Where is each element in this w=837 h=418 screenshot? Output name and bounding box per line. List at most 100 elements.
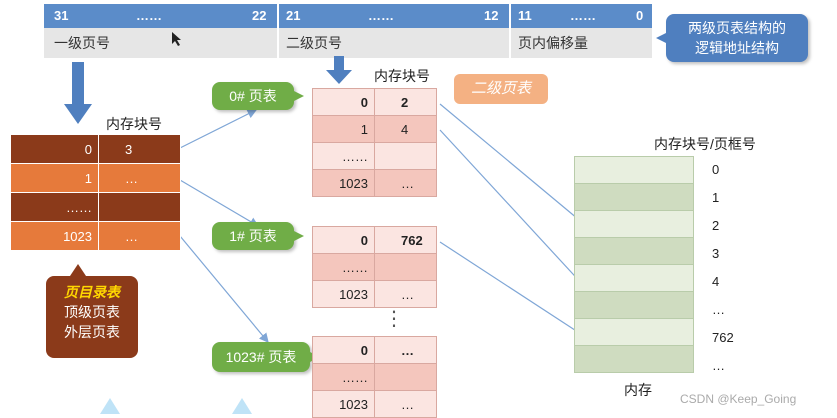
memory-row <box>574 183 694 211</box>
table-cell: 0 <box>312 226 375 254</box>
table-row: 1 4 <box>312 115 437 143</box>
field-level2: 二级页号 <box>286 35 342 51</box>
memory-frame <box>574 318 694 346</box>
table-row: 0 762 <box>312 226 437 254</box>
page-table-1023: 0 … …… 1023 … <box>312 336 437 418</box>
memory-caption: 内存 <box>624 382 652 398</box>
field-offset: 页内偏移量 <box>518 35 588 51</box>
structure-callout-line2: 逻辑地址结构 <box>695 40 779 56</box>
directory-label-line2: 外层页表 <box>64 324 120 340</box>
table-cell <box>374 253 437 281</box>
memory-label: … <box>712 358 725 373</box>
structure-callout: 两级页表结构的 逻辑地址结构 <box>656 14 808 62</box>
table-cell: 1023 <box>312 169 375 197</box>
cursor-icon <box>172 32 181 46</box>
memory-label: 2 <box>712 218 720 233</box>
table-cell: …… <box>312 142 375 170</box>
dir-cell: … <box>98 221 181 251</box>
structure-callout-line1: 两级页表结构的 <box>688 20 786 36</box>
table-cell: … <box>374 280 437 308</box>
level2-down-arrow <box>326 56 352 84</box>
table-cell <box>374 142 437 170</box>
dir-cell: 1023 <box>10 221 99 251</box>
dir-cell: … <box>98 163 181 193</box>
directory-label-pointer <box>70 264 86 276</box>
dir-cell: 0 <box>10 134 99 164</box>
memory-row <box>574 210 694 238</box>
memory-table <box>574 156 694 373</box>
t0-row1-to-mem <box>439 129 585 287</box>
second-level-tag: 二级页表 <box>454 74 548 104</box>
bit-12: 12 <box>484 8 499 23</box>
memory-row <box>574 291 694 319</box>
dir-to-table0 <box>179 109 258 149</box>
dir-cell: 1 <box>10 163 99 193</box>
table-row: …… <box>312 142 437 170</box>
table-cell: 1023 <box>312 280 375 308</box>
page-directory-table: 0 3 1 … …… 1023 … <box>10 134 181 251</box>
bit-21: 21 <box>286 8 301 23</box>
table0-header: 内存块号 <box>374 68 430 84</box>
table-cell: …… <box>312 253 375 281</box>
dir-row: …… <box>10 192 181 222</box>
page-table-0: 0 2 1 4 …… 1023 … <box>312 88 437 197</box>
bit-22: 22 <box>252 8 267 23</box>
t1-row0-to-mem <box>439 241 586 337</box>
table-row: …… <box>312 363 437 391</box>
table-cell: … <box>374 336 437 364</box>
memory-row <box>574 318 694 346</box>
level1-down-arrow <box>64 62 92 124</box>
dir-cell: 3 <box>98 134 181 164</box>
memory-frame <box>574 156 694 184</box>
deco-triangle-1 <box>100 398 120 414</box>
bit-0: 0 <box>636 8 644 23</box>
dir-cell: …… <box>10 192 99 222</box>
memory-frame <box>574 183 694 211</box>
memory-label: 4 <box>712 274 720 289</box>
table-cell: 2 <box>374 88 437 116</box>
table-cell: 762 <box>374 226 437 254</box>
memory-label: 3 <box>712 246 720 261</box>
table-row: 1023 … <box>312 280 437 308</box>
address-fields-row: 一级页号 二级页号 页内偏移量 <box>44 28 652 58</box>
memory-row <box>574 237 694 265</box>
t0-row0-to-mem <box>439 103 585 225</box>
vertical-ellipsis: ⋮ <box>384 308 404 330</box>
directory-label-title: 页目录表 <box>64 284 120 300</box>
page-table-1: 0 762 …… 1023 … <box>312 226 437 308</box>
memory-label: 762 <box>712 330 734 345</box>
table1023-tag: 1023# 页表 <box>212 342 320 372</box>
table-cell <box>374 363 437 391</box>
directory-label-box: 页目录表 顶级页表 外层页表 <box>46 276 138 358</box>
address-divider-2 <box>509 4 511 58</box>
address-divider-1 <box>277 4 279 58</box>
bit-dots-3: …… <box>570 8 596 23</box>
watermark: CSDN @Keep_Going <box>680 392 797 406</box>
memory-frame <box>574 210 694 238</box>
dir-row: 1 … <box>10 163 181 193</box>
bit-dots-2: …… <box>368 8 394 23</box>
table1-tag: 1# 页表 <box>212 222 304 250</box>
memory-label: … <box>712 302 725 317</box>
table-cell: … <box>374 169 437 197</box>
table-cell: 1023 <box>312 390 375 418</box>
bit-11: 11 <box>518 8 532 23</box>
dir-row: 1023 … <box>10 221 181 251</box>
memory-frame <box>574 345 694 373</box>
table-cell: 1 <box>312 115 375 143</box>
memory-row <box>574 264 694 292</box>
memory-row <box>574 345 694 373</box>
dir-header: 内存块号 <box>106 116 162 132</box>
memory-frame <box>574 291 694 319</box>
dir-to-table1 <box>179 179 260 227</box>
table0-tag: 0# 页表 <box>212 82 304 110</box>
table-cell: … <box>374 390 437 418</box>
table-row: 0 … <box>312 336 437 364</box>
directory-label-line1: 顶级页表 <box>64 304 120 320</box>
memory-frame <box>574 264 694 292</box>
dir-to-table1023 <box>179 235 269 343</box>
address-bits-row: 31 …… 22 21 …… 12 11 …… 0 <box>44 4 652 28</box>
bit-31: 31 <box>54 8 69 23</box>
table-cell: 0 <box>312 88 375 116</box>
